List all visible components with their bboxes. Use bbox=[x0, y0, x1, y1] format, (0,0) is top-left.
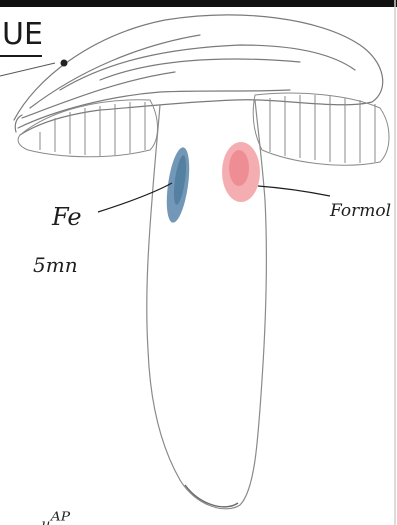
gills-left bbox=[18, 100, 157, 157]
leader-line-left bbox=[98, 183, 172, 212]
label-fe: Fe bbox=[51, 203, 82, 231]
cap-dot bbox=[61, 60, 68, 67]
top-border bbox=[0, 0, 397, 7]
label-formol: Formol bbox=[329, 201, 391, 221]
header-pointer-line bbox=[0, 63, 55, 76]
stain-formol-inner bbox=[229, 150, 249, 186]
label-5mn: 5mn bbox=[33, 253, 78, 277]
mushroom-cap bbox=[14, 15, 383, 135]
bottom-text-fragment: ᵤᴬᴾ bbox=[42, 509, 71, 525]
header-title-fragment: UE bbox=[2, 17, 43, 52]
leader-line-right bbox=[258, 186, 330, 196]
